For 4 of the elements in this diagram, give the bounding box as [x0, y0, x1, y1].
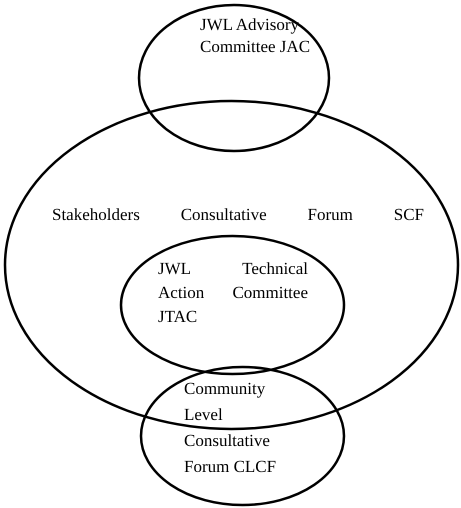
node-label: JWL Advisory Committee JAC	[200, 14, 312, 58]
node-label: JWL Technical Action Committee JTAC	[158, 258, 308, 328]
node-label: Community Level Consultative Forum CLCF	[184, 378, 278, 478]
node-label: Stakeholders Consultative Forum SCF	[52, 204, 424, 226]
